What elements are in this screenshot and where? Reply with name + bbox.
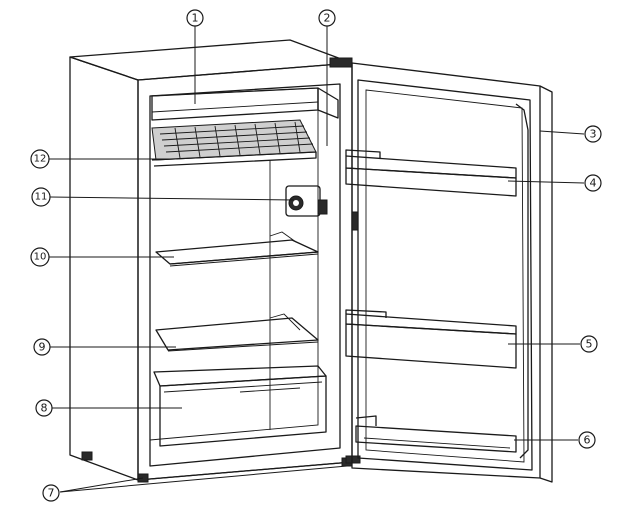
svg-text:9: 9 [39, 341, 46, 354]
svg-text:2: 2 [324, 12, 331, 25]
svg-text:11: 11 [35, 192, 48, 203]
svg-text:5: 5 [586, 338, 593, 351]
top-hinge [329, 57, 353, 68]
callout-4: 4 [584, 174, 602, 192]
door [351, 62, 553, 483]
callout-10: 10 [30, 247, 50, 267]
svg-text:1: 1 [192, 12, 199, 25]
bottom-hinge [345, 455, 361, 464]
callout-11: 11 [31, 187, 51, 207]
glass-shelf-upper [155, 231, 319, 267]
rear-foot [81, 451, 93, 461]
callout-8: 8 [35, 399, 53, 417]
callout-5: 5 [580, 335, 598, 353]
callout-12: 12 [30, 149, 50, 169]
leader-lines [48, 26, 585, 493]
door-shelf-middle [345, 309, 517, 369]
callout-7: 7 [42, 484, 60, 502]
callout-2: 2 [318, 9, 336, 27]
callout-6: 6 [578, 431, 596, 449]
door-shelf-upper [345, 149, 517, 197]
svg-text:10: 10 [34, 252, 47, 263]
glass-shelf-lower [155, 313, 319, 352]
drip-tray-rack [151, 119, 317, 167]
callout-9: 9 [33, 338, 51, 356]
freezer-compartment [151, 87, 339, 121]
svg-text:4: 4 [590, 177, 597, 190]
svg-text:12: 12 [34, 154, 47, 165]
thermostat-control [285, 185, 328, 217]
svg-text:8: 8 [41, 402, 48, 415]
svg-text:7: 7 [48, 487, 55, 500]
svg-text:6: 6 [584, 434, 591, 447]
svg-text:3: 3 [590, 128, 597, 141]
callout-1: 1 [186, 9, 204, 27]
door-shelf-bottom [355, 415, 517, 453]
callout-3: 3 [584, 125, 602, 143]
crisper-drawer [153, 365, 327, 447]
